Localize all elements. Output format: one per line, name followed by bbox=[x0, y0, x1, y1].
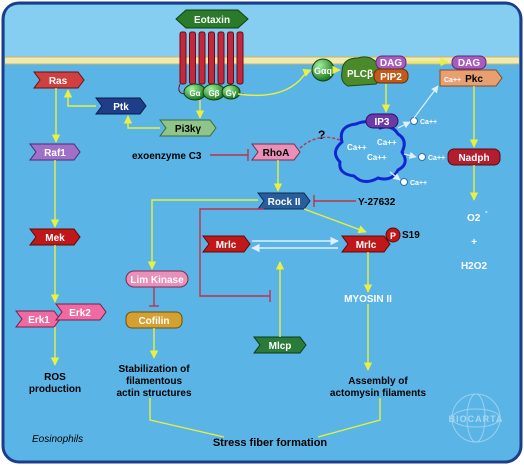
g-protein-complex[interactable]: Gα Gβ Gγ bbox=[183, 83, 241, 101]
ros-label-line2: production bbox=[29, 384, 81, 395]
ptk-label: Ptk bbox=[113, 102, 129, 113]
h2o2-label: H2O2 bbox=[461, 261, 488, 272]
biocarta-logo: BIOCARTA bbox=[449, 393, 504, 443]
stress-fiber-label: Stress fiber formation bbox=[213, 437, 328, 449]
dag-pip2-node[interactable]: DAG PIP2 bbox=[373, 55, 409, 84]
lim-kinase-node[interactable]: Lim Kinase bbox=[125, 270, 189, 288]
plcb-label: PLCβ bbox=[347, 69, 373, 80]
mlcp-label: Mlcp bbox=[269, 341, 292, 352]
stabilization-line3: actin structures bbox=[116, 388, 191, 399]
mrlc-left-node[interactable]: Mrlc bbox=[202, 235, 251, 253]
o2-superscript: - bbox=[485, 207, 488, 216]
dag-pkc-node[interactable]: DAG Pkc Ca++ bbox=[439, 55, 503, 87]
pkc-label: Pkc bbox=[465, 74, 483, 85]
s19-label: S19 bbox=[402, 230, 420, 241]
ca-inner-2: Ca++ bbox=[377, 138, 397, 147]
y27632-label: Y-27632 bbox=[358, 197, 396, 208]
ros-products: O2 - + H2O2 bbox=[461, 207, 488, 272]
eotaxin-label: Eotaxin bbox=[194, 15, 230, 26]
pip2-label: PIP2 bbox=[380, 72, 402, 83]
eotaxin-ligand[interactable]: Eotaxin bbox=[175, 9, 249, 29]
cell-membrane bbox=[5, 57, 519, 64]
tm-helix bbox=[208, 31, 215, 85]
ca-out-3: Ca++ bbox=[410, 180, 427, 187]
mlcp-node[interactable]: Mlcp bbox=[253, 336, 307, 354]
erk-node[interactable]: Erk1 Erk2 bbox=[15, 303, 107, 328]
logo-text: BIOCARTA bbox=[449, 414, 504, 424]
extracellular-space bbox=[5, 5, 519, 60]
g-alpha-label: Gα bbox=[189, 89, 200, 98]
cofilin-label: Cofilin bbox=[138, 316, 169, 327]
pi3k-node[interactable]: Pi3kγ bbox=[159, 119, 217, 137]
receptor-to-galphaq-arrow bbox=[237, 68, 312, 97]
nadph-label: Nadph bbox=[458, 153, 489, 164]
g-gamma-label: Gγ bbox=[226, 89, 237, 98]
galphaq-label: Gαq bbox=[314, 66, 332, 76]
ip3-label: IP3 bbox=[374, 117, 389, 128]
calcium-release-arrows bbox=[389, 85, 439, 181]
limk-label: Lim Kinase bbox=[130, 275, 184, 286]
mrlc-equilibrium-arrows bbox=[251, 236, 339, 253]
ras-label: Ras bbox=[49, 76, 68, 87]
mrlc1-label: Mrlc bbox=[216, 240, 237, 251]
rock2-node[interactable]: Rock II bbox=[257, 192, 311, 210]
stabilization-line2: filamentous bbox=[126, 376, 183, 387]
o2-label: O2 bbox=[467, 213, 481, 224]
myosin-ii-label: MYOSIN II bbox=[344, 294, 392, 305]
tm-helix bbox=[198, 31, 206, 85]
tm-helix bbox=[227, 31, 234, 85]
erk1-label: Erk1 bbox=[28, 315, 50, 326]
question-mark: ? bbox=[318, 128, 325, 142]
calcium-ions: Ca++ Ca++ Ca++ bbox=[400, 117, 445, 187]
activation-arrows bbox=[50, 57, 479, 438]
mek-label: Mek bbox=[45, 233, 65, 244]
pi3k-label: Pi3kγ bbox=[175, 124, 202, 135]
tm-helix bbox=[217, 31, 225, 85]
rhoa-label: RhoA bbox=[263, 148, 290, 159]
mek-node[interactable]: Mek bbox=[29, 228, 81, 246]
ip3-node[interactable]: IP3 bbox=[365, 113, 399, 129]
ca-inner-3: Ca++ bbox=[367, 153, 387, 162]
dag2-label: DAG bbox=[458, 58, 480, 69]
ca-pkc-label: Ca++ bbox=[444, 77, 461, 84]
ca-out-2: Ca++ bbox=[428, 155, 445, 162]
galphaq-node[interactable]: Gαq bbox=[311, 58, 335, 82]
assembly-line2: actomysin filaments bbox=[330, 388, 427, 399]
assembly-line1: Assembly of bbox=[348, 376, 408, 387]
ros-label-line1: ROS bbox=[44, 372, 66, 383]
ca-inner-1: Ca++ bbox=[347, 143, 367, 152]
g-beta-label: Gβ bbox=[208, 89, 219, 98]
ccr3-receptor[interactable] bbox=[178, 31, 244, 95]
dag1-label: DAG bbox=[380, 58, 402, 69]
cofilin-node[interactable]: Cofilin bbox=[125, 311, 183, 329]
inhibition-lines bbox=[149, 149, 356, 307]
rhoa-node[interactable]: RhoA bbox=[251, 143, 301, 161]
ca-out-1: Ca++ bbox=[420, 119, 437, 126]
ras-node[interactable]: Ras bbox=[33, 71, 85, 89]
rhoa-to-ca-question-arrow bbox=[299, 136, 341, 149]
mrlc2-label: Mrlc bbox=[356, 240, 377, 251]
tm-helix bbox=[179, 31, 187, 85]
phospho-label: P bbox=[390, 231, 396, 241]
raf1-node[interactable]: Raf1 bbox=[29, 143, 81, 161]
tm-helix bbox=[189, 31, 196, 85]
exoenzyme-c3-label: exoenzyme C3 bbox=[132, 151, 202, 162]
ptk-node[interactable]: Ptk bbox=[95, 97, 147, 115]
rock2-label: Rock II bbox=[268, 197, 301, 208]
mrlc-right-node[interactable]: Mrlc P bbox=[341, 227, 401, 253]
raf1-label: Raf1 bbox=[44, 148, 66, 159]
tm-helix bbox=[236, 31, 244, 85]
erk2-label: Erk2 bbox=[69, 308, 91, 319]
calcium-store[interactable]: Ca++ Ca++ Ca++ bbox=[334, 120, 407, 183]
plus-label: + bbox=[471, 237, 477, 248]
nadph-node[interactable]: Nadph bbox=[447, 148, 501, 166]
stabilization-line1: Stabilization of bbox=[118, 364, 190, 375]
eosinophils-label: Eosinophils bbox=[32, 434, 83, 445]
